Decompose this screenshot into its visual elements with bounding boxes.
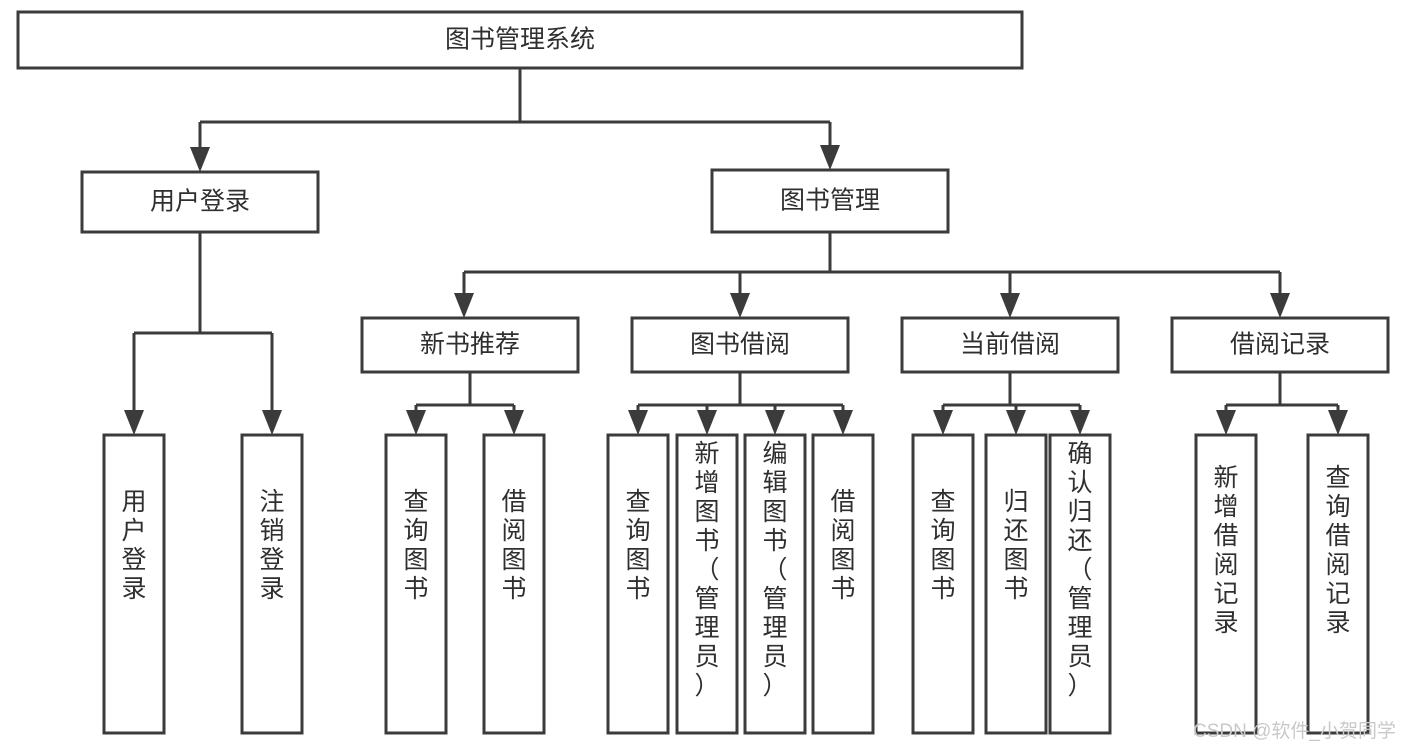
node-borrow-record-box[interactable] [1170, 316, 1390, 374]
node-book-management[interactable]: 图书管理 [710, 168, 950, 234]
node-user-login[interactable]: 用户登录 [80, 170, 320, 234]
node-book-management-box[interactable] [710, 168, 950, 234]
node-user-logout-leaf[interactable]: 注销登录 [240, 433, 304, 735]
arrow-head-user-login [190, 147, 210, 172]
node-nb-borrow-book-label: 借阅图书 [501, 488, 526, 603]
node-new-book-recommend[interactable]: 新书推荐 [360, 316, 580, 374]
connector-userlogin-to-leaves [132, 232, 274, 413]
node-user-login-leaf-label: 用户登录 [121, 488, 146, 603]
node-bb-add-book-box[interactable] [675, 433, 739, 735]
connector-layer [124, 68, 1348, 435]
node-nb-borrow-book-box[interactable] [482, 433, 546, 735]
arrow-head-current-borrow [1000, 293, 1020, 318]
node-user-logout-leaf-box[interactable] [240, 433, 304, 735]
arrow-head-borrow-record [1270, 293, 1290, 318]
node-cb-return-book-label: 归还图书 [1003, 488, 1028, 603]
node-nb-borrow-book[interactable]: 借阅图书 [482, 433, 546, 735]
arrow-head-book-management [820, 145, 840, 170]
arrow-head-bb-edit-book [765, 410, 785, 435]
watermark: CSDN @软件_小贺同学 [1193, 720, 1396, 742]
arrow-head-br-query-record [1328, 410, 1348, 435]
node-user-login-leaf[interactable]: 用户登录 [102, 433, 166, 735]
arrow-head-new-book-recommend [454, 293, 474, 318]
arrow-head-book-borrow [730, 293, 750, 318]
connector-bookborrow-to-leaves [636, 372, 845, 413]
node-root-box[interactable] [16, 10, 1024, 70]
arrow-head-bb-add-book [697, 410, 717, 435]
connector-bookmgmt-to-level3 [462, 232, 1282, 296]
arrow-head-cb-query-book [933, 410, 953, 435]
node-cb-confirm-return-box[interactable] [1048, 433, 1112, 735]
node-cb-query-book[interactable]: 查询图书 [911, 433, 975, 735]
node-bb-query-book-label: 查询图书 [625, 488, 650, 603]
node-cb-confirm-return[interactable]: 确认归还（管理员） [1048, 433, 1112, 735]
node-cb-query-book-box[interactable] [911, 433, 975, 735]
arrow-head-cb-return-book [1006, 410, 1026, 435]
node-bb-add-book[interactable]: 新增图书（管理员） [675, 433, 739, 735]
node-bb-borrow-book-box[interactable] [811, 433, 875, 735]
node-cb-return-book[interactable]: 归还图书 [984, 433, 1048, 735]
arrow-head-cb-confirm-return [1070, 410, 1090, 435]
arrow-head-bb-borrow-book [833, 410, 853, 435]
node-new-book-recommend-label: 新书推荐 [420, 331, 520, 359]
connector-newbook-to-leaves [414, 372, 516, 413]
node-bb-borrow-book[interactable]: 借阅图书 [811, 433, 875, 735]
node-bb-edit-book-box[interactable] [743, 433, 807, 735]
node-book-borrow-label: 图书借阅 [690, 331, 790, 359]
node-bb-edit-book[interactable]: 编辑图书（管理员） [743, 433, 807, 735]
node-nb-query-book-label: 查询图书 [403, 488, 428, 603]
node-br-add-record[interactable]: 新增借阅记录 [1194, 433, 1258, 735]
node-new-book-recommend-box[interactable] [360, 316, 580, 374]
node-borrow-record-label: 借阅记录 [1230, 331, 1330, 359]
arrow-head-user-logout-leaf [262, 410, 282, 435]
node-user-login-label: 用户登录 [150, 188, 250, 216]
node-user-logout-leaf-label: 注销登录 [259, 488, 284, 603]
node-br-add-record-box[interactable] [1194, 433, 1258, 735]
node-cb-confirm-return-label: 确认归还（管理员） [1067, 440, 1092, 700]
node-bb-query-book[interactable]: 查询图书 [606, 433, 670, 735]
arrow-head-br-add-record [1216, 410, 1236, 435]
connector-borrowrecord-to-leaves [1224, 372, 1340, 413]
node-user-login-leaf-box[interactable] [102, 433, 166, 735]
arrow-head-user-login-leaf [124, 410, 144, 435]
node-book-borrow[interactable]: 图书借阅 [630, 316, 850, 374]
node-root[interactable]: 图书管理系统 [16, 10, 1024, 70]
node-current-borrow-box[interactable] [900, 316, 1120, 374]
node-cb-query-book-label: 查询图书 [930, 488, 955, 603]
node-book-management-label: 图书管理 [780, 187, 880, 215]
node-borrow-record[interactable]: 借阅记录 [1170, 316, 1390, 374]
node-br-add-record-label: 新增借阅记录 [1213, 464, 1238, 637]
node-bb-add-book-label: 新增图书（管理员） [694, 440, 719, 700]
node-br-query-record-label: 查询借阅记录 [1325, 464, 1350, 637]
node-bb-borrow-book-label: 借阅图书 [830, 488, 855, 603]
connector-currentborrow-to-leaves [941, 372, 1082, 413]
connector-root-to-level2 [198, 68, 832, 150]
node-user-login-box[interactable] [80, 170, 320, 234]
node-nb-query-book[interactable]: 查询图书 [384, 433, 448, 735]
arrow-head-nb-query-book [406, 410, 426, 435]
node-cb-return-book-box[interactable] [984, 433, 1048, 735]
node-bb-edit-book-label: 编辑图书（管理员） [762, 440, 787, 700]
node-root-label: 图书管理系统 [445, 26, 595, 54]
node-current-borrow-label: 当前借阅 [960, 331, 1060, 359]
node-nb-query-book-box[interactable] [384, 433, 448, 735]
node-book-borrow-box[interactable] [630, 316, 850, 374]
node-br-query-record[interactable]: 查询借阅记录 [1306, 433, 1370, 735]
node-current-borrow[interactable]: 当前借阅 [900, 316, 1120, 374]
node-bb-query-book-box[interactable] [606, 433, 670, 735]
arrow-head-bb-query-book [628, 410, 648, 435]
node-br-query-record-box[interactable] [1306, 433, 1370, 735]
arrow-head-nb-borrow-book [504, 410, 524, 435]
